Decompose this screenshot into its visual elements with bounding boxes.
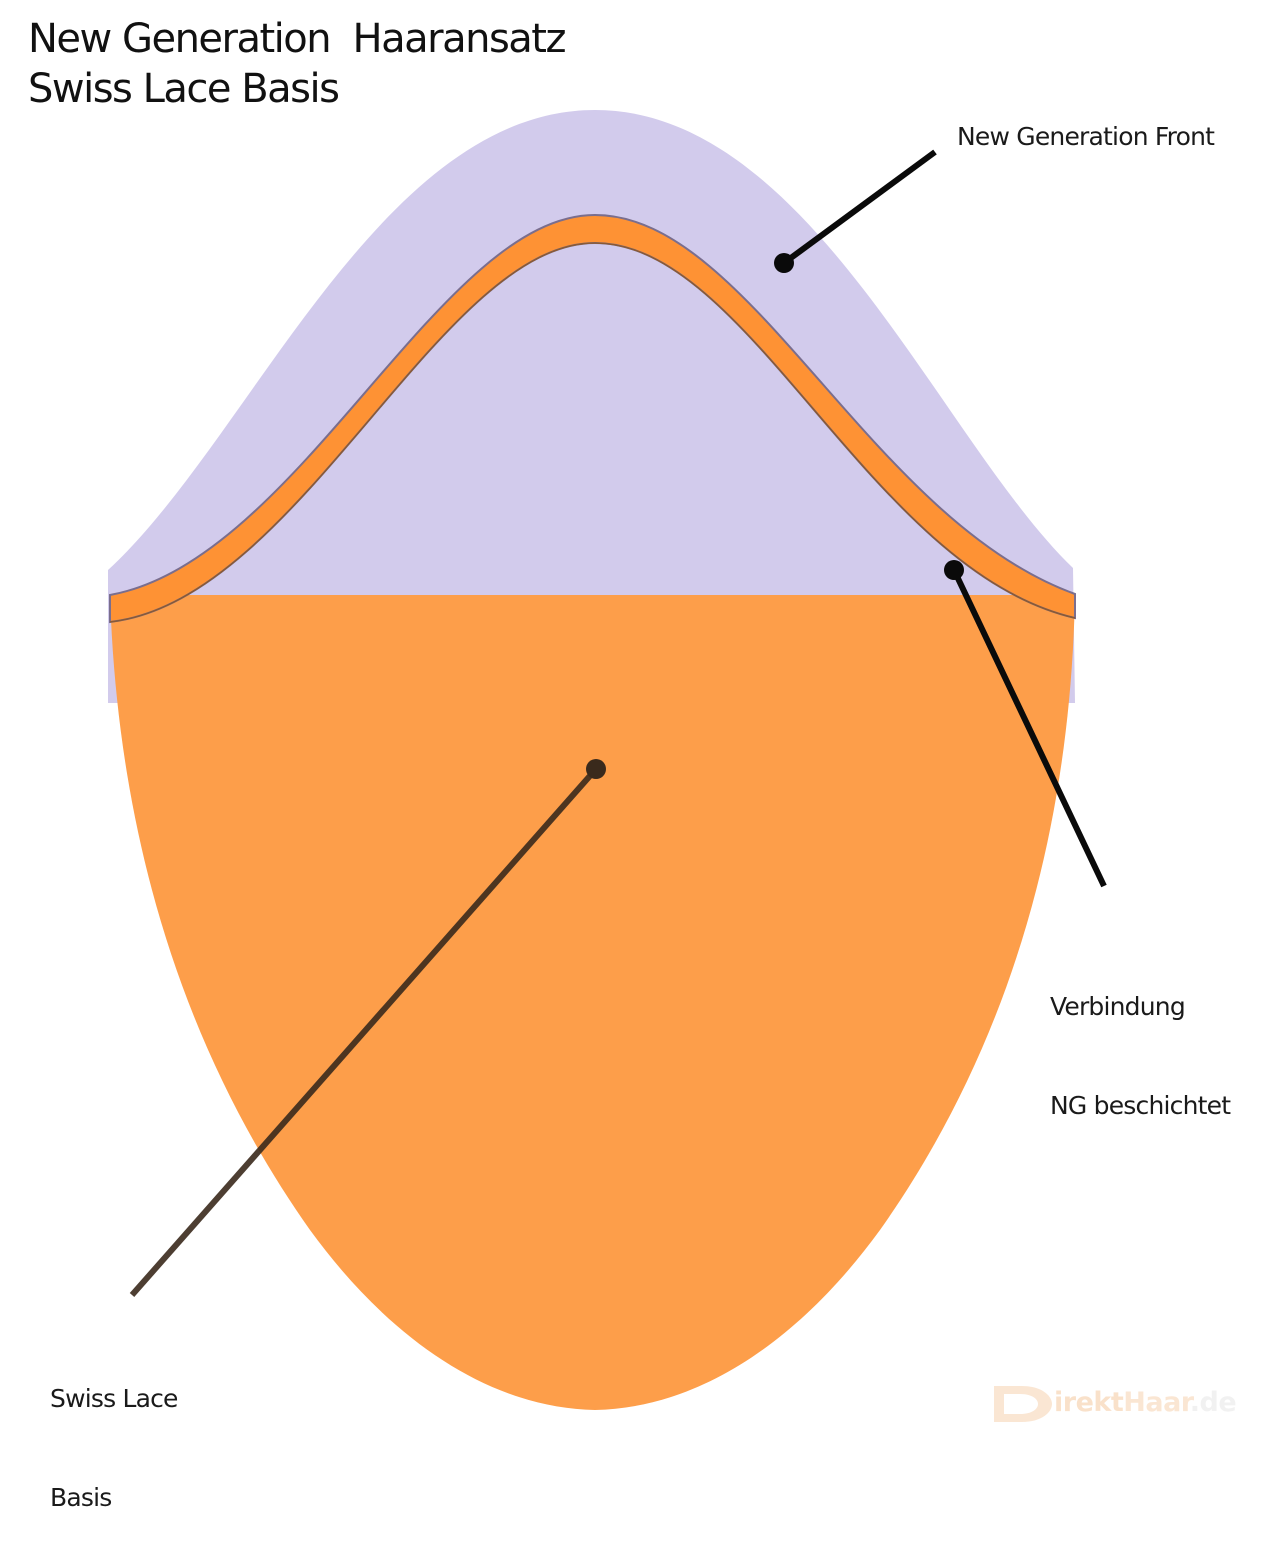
swiss-marker-dot — [586, 759, 606, 779]
front-leader-line — [782, 149, 937, 266]
verbindung-inner-line — [109, 242, 1076, 623]
watermark-part-3: .de — [1189, 1386, 1237, 1418]
label-verbindung: Verbindung NG beschichtet — [1050, 924, 1231, 1155]
label-swiss-line-1: Swiss Lace — [50, 1384, 178, 1413]
watermark: irektHaar.de — [992, 1382, 1237, 1422]
diagram-title: New Generation Haaransatz Swiss Lace Bas… — [28, 14, 566, 114]
title-line-2: Swiss Lace Basis — [28, 66, 340, 112]
label-swiss-line-2: Basis — [50, 1483, 112, 1512]
swiss-lace-base-area — [110, 595, 1075, 1410]
label-verbindung-line-2: NG beschichtet — [1050, 1091, 1231, 1120]
swiss-leader-line — [129, 767, 599, 1297]
label-swiss-lace-basis: Swiss Lace Basis — [50, 1316, 178, 1547]
front-marker-dot — [774, 253, 794, 273]
label-verbindung-line-1: Verbindung — [1050, 992, 1186, 1021]
direkthaar-logo-mark — [994, 1386, 1052, 1422]
watermark-part-1: irekt — [1054, 1386, 1124, 1418]
new-generation-front-area — [108, 110, 1075, 703]
watermark-text: irektHaar.de — [1054, 1386, 1237, 1418]
label-new-generation-front: New Generation Front — [957, 122, 1215, 151]
title-line-1: New Generation Haaransatz — [28, 16, 566, 62]
haaransatz-diagram — [108, 110, 1107, 1422]
verbindung-marker-dot — [944, 560, 964, 580]
verbindung-leader-line — [951, 568, 1107, 888]
watermark-part-2: Haar — [1123, 1386, 1190, 1418]
